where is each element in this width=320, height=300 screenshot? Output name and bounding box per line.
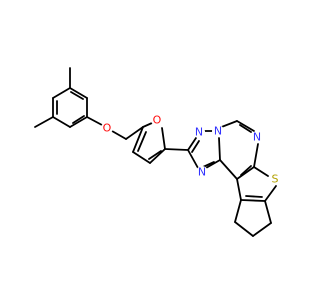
bond xyxy=(164,148,189,151)
bond xyxy=(234,221,254,237)
thiophene-sulfur-label: S xyxy=(272,173,279,186)
bond xyxy=(236,178,242,201)
bond xyxy=(52,87,71,99)
bond xyxy=(252,222,272,237)
triazole-nitrogen-3-label: N xyxy=(198,166,206,179)
bond xyxy=(245,195,263,198)
atom-label-background xyxy=(193,126,205,138)
bond xyxy=(86,116,103,126)
atom-label-background xyxy=(151,114,163,126)
bond xyxy=(187,149,199,169)
bond xyxy=(187,137,197,151)
bond xyxy=(202,161,215,168)
bond xyxy=(125,126,144,140)
bond xyxy=(132,151,151,164)
bond xyxy=(132,126,144,153)
bond xyxy=(52,116,71,128)
bond xyxy=(72,115,85,124)
bond xyxy=(69,87,88,99)
atom-label-background xyxy=(101,122,113,134)
bond xyxy=(148,150,162,160)
triazole-nitrogen-1-label: N xyxy=(195,126,203,139)
atom-label-background xyxy=(196,166,208,178)
bond xyxy=(234,199,242,223)
molecule-structure-diagram: O O N N N N S xyxy=(34,67,281,237)
bond xyxy=(137,131,147,152)
bond xyxy=(264,185,277,202)
bond xyxy=(149,148,166,164)
pyrimidine-nitrogen-label: N xyxy=(253,131,261,144)
bond xyxy=(253,143,259,168)
bond xyxy=(240,165,252,176)
bond-lines xyxy=(34,67,277,237)
bond xyxy=(111,130,127,140)
triazole-nitrogen-2-label: N xyxy=(214,125,222,138)
atom-labels: O O N N N N S xyxy=(101,114,281,186)
bond xyxy=(191,140,200,153)
atom-label-background xyxy=(212,125,224,137)
bond xyxy=(219,159,238,180)
bond xyxy=(205,159,221,169)
bond xyxy=(218,137,221,161)
atom-label-background xyxy=(251,131,263,143)
bond xyxy=(236,166,255,180)
bond xyxy=(236,120,255,132)
atom-label-background xyxy=(269,173,281,185)
bond xyxy=(239,124,252,133)
furan-oxygen-label: O xyxy=(153,114,162,127)
bond xyxy=(240,199,266,202)
bond xyxy=(264,200,272,224)
bond xyxy=(253,166,269,177)
bond xyxy=(142,122,153,128)
bond xyxy=(70,91,84,100)
bond xyxy=(69,116,88,128)
bond xyxy=(34,116,54,128)
bond xyxy=(161,127,166,150)
ether-oxygen-label: O xyxy=(103,122,112,135)
